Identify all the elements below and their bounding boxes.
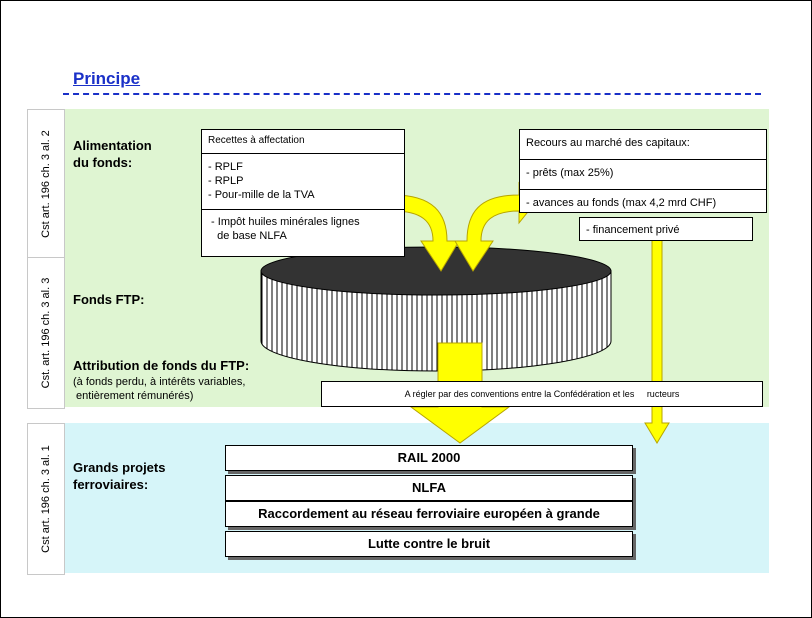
- recettes-items: - RPLF - RPLP - Pour-mille de la TVA: [202, 154, 404, 210]
- project-row-bruit: Lutte contre le bruit: [225, 531, 633, 557]
- grands-projets-label: Grands projets ferroviaires:: [73, 460, 166, 492]
- capitaux-prets: - prêts (max 25%): [520, 160, 766, 190]
- attribution-note: (à fonds perdu, à intérêts variables, en…: [73, 376, 246, 402]
- attribution-label: Attribution de fonds du FTP:: [73, 358, 250, 373]
- capitaux-avances: - avances au fonds (max 4,2 mrd CHF): [526, 197, 717, 209]
- capitaux-header: Recours au marché des capitaux:: [520, 130, 766, 160]
- recettes-box: Recettes à affectation - RPLF - RPLP - P…: [201, 129, 405, 257]
- side-label-bottom: Cst art. 196 ch. 3 al. 1: [27, 423, 65, 575]
- title-underline: [63, 93, 761, 95]
- impot-huiles: - Impôt huiles minérales lignes de base …: [211, 216, 360, 242]
- recettes-header: Recettes à affectation: [202, 130, 404, 154]
- capitaux-box: Recours au marché des capitaux: - prêts …: [519, 129, 767, 213]
- fund-cylinder: [260, 246, 612, 372]
- alimentation-label: Alimentation du fonds:: [73, 138, 152, 170]
- project-row-raccordement: Raccordement au réseau ferroviaire europ…: [225, 501, 633, 527]
- financement-prive-box: - financement privé: [579, 217, 753, 241]
- conventions-box: A régler par des conventions entre la Co…: [321, 381, 763, 407]
- project-row-rail2000: RAIL 2000: [225, 445, 633, 471]
- conventions-text: A régler par des conventions entre la Co…: [404, 389, 680, 399]
- private-financing-arrow: [644, 238, 670, 444]
- inflow-arrow-right: [454, 181, 536, 272]
- side-label-top: Cst art. 196 ch. 3 al. 2: [27, 109, 65, 259]
- page-title: Principe: [73, 69, 141, 88]
- side-label-middle: Cst. art. 196 ch. 3 al. 3: [27, 257, 65, 409]
- fonds-label: Fonds FTP:: [73, 292, 145, 307]
- project-row-nlfa: NLFA: [225, 475, 633, 501]
